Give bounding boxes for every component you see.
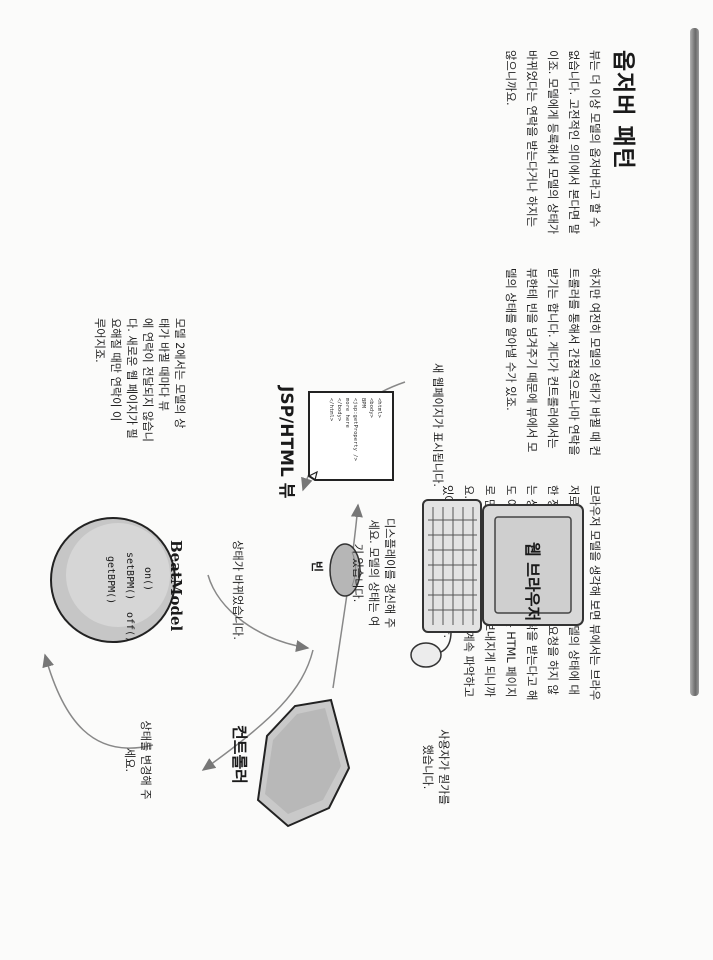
model-method-setbpm: setBPM() bbox=[124, 552, 135, 601]
bean-icon bbox=[329, 543, 361, 597]
view-label: JSP/HTML 뷰 bbox=[276, 386, 296, 499]
controller-icon bbox=[256, 698, 351, 828]
model-method-on: on() bbox=[142, 567, 153, 592]
browser-computer-icon bbox=[410, 499, 584, 668]
browser-label: 웹 브라우저 bbox=[523, 542, 542, 622]
model-method-getbpm: getBPM() bbox=[105, 556, 116, 605]
model-method-off: off() bbox=[124, 612, 135, 643]
arrow-browser-to-controller bbox=[201, 649, 314, 771]
jsp-code: <html> <body> BPM <jsp:getProperty /> mo… bbox=[328, 398, 382, 461]
model-sphere-icon bbox=[50, 517, 176, 643]
bean-label: 빈 bbox=[310, 561, 324, 573]
controller-label: 컨트롤러 bbox=[230, 725, 249, 784]
edge-label-controller-to-view: 디스플레이를 갱신해 주 세요. 모델의 상태는 여 기 있습니다. bbox=[351, 517, 396, 629]
model-label: BeatModel bbox=[167, 540, 185, 632]
arrow-model-to-controller bbox=[207, 574, 310, 653]
edge-label-to-browser: 새 웹페이지가 표시됩니다. bbox=[431, 363, 444, 487]
edge-label-controller-to-model: 상태를 변경해 주 세요. bbox=[123, 720, 152, 800]
edge-label-model-to-controller: 상태가 바뀌었습니다. bbox=[231, 540, 244, 640]
edge-label-browser-to-controller: 사용자가 뭔가를 했습니다. bbox=[421, 729, 450, 805]
model2-note: 모델 2에서는 모델의 상 태가 바뀔 때마다 뷰 에 연락이 전달되지 않습니… bbox=[93, 318, 186, 442]
jsp-document-icon bbox=[308, 391, 394, 481]
arrow-controller-to-model bbox=[42, 653, 154, 749]
